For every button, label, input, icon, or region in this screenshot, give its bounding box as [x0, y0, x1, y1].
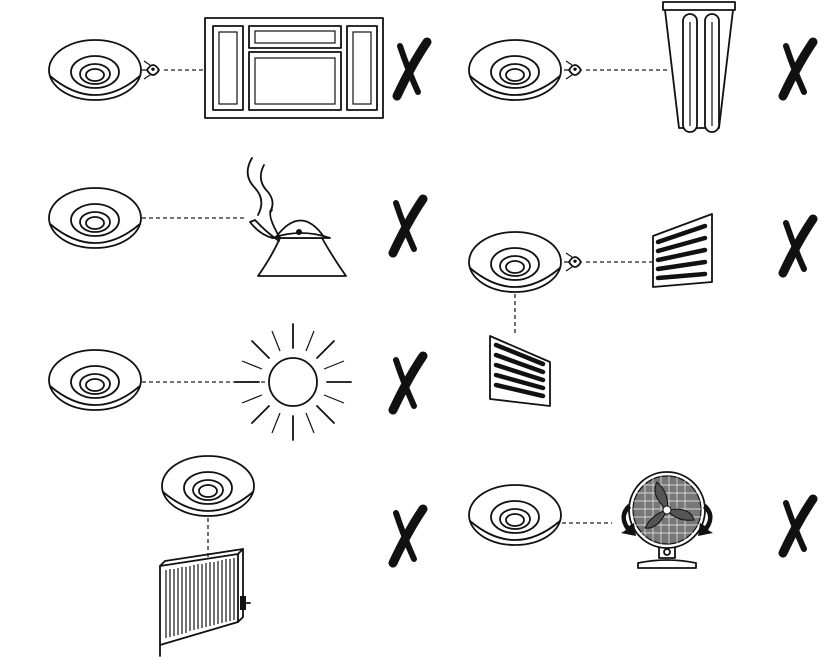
row-air-vent: [468, 213, 813, 407]
smoke-detector-icon: [48, 39, 142, 101]
not-allowed-x-mark: [783, 499, 813, 553]
not-allowed-x-mark: [783, 219, 813, 273]
not-allowed-x-mark: [783, 42, 813, 96]
fluorescent-lamp-icon: [662, 1, 736, 133]
eye-icon: [141, 60, 160, 80]
smoke-detector-icon: [468, 231, 562, 293]
not-allowed-x-mark: [393, 509, 423, 563]
sun-icon: [234, 323, 352, 441]
smoke-detector-icon: [48, 349, 142, 411]
row-window: [48, 17, 427, 119]
smoke-detector-icon: [468, 39, 562, 101]
smoke-detector-icon: [468, 484, 562, 546]
steaming-kettle-icon: [246, 157, 347, 277]
row-sun: [48, 323, 423, 441]
row-fan: [468, 471, 813, 569]
rotating-fan-icon: [621, 471, 713, 569]
not-allowed-x-mark: [393, 356, 423, 410]
eye-icon: [563, 252, 582, 272]
not-allowed-x-mark: [393, 199, 423, 253]
row-radiator: [159, 455, 423, 657]
window-icon: [204, 17, 384, 119]
row-fluorescent-light: [468, 1, 813, 133]
not-allowed-x-mark: [397, 42, 427, 96]
air-vent-icon: [489, 335, 551, 407]
eye-icon: [563, 60, 582, 80]
radiator-icon: [159, 548, 251, 657]
row-kettle: [48, 157, 423, 277]
smoke-detector-icon: [161, 455, 255, 517]
air-vent-icon: [652, 213, 713, 288]
smoke-detector-icon: [48, 187, 142, 249]
